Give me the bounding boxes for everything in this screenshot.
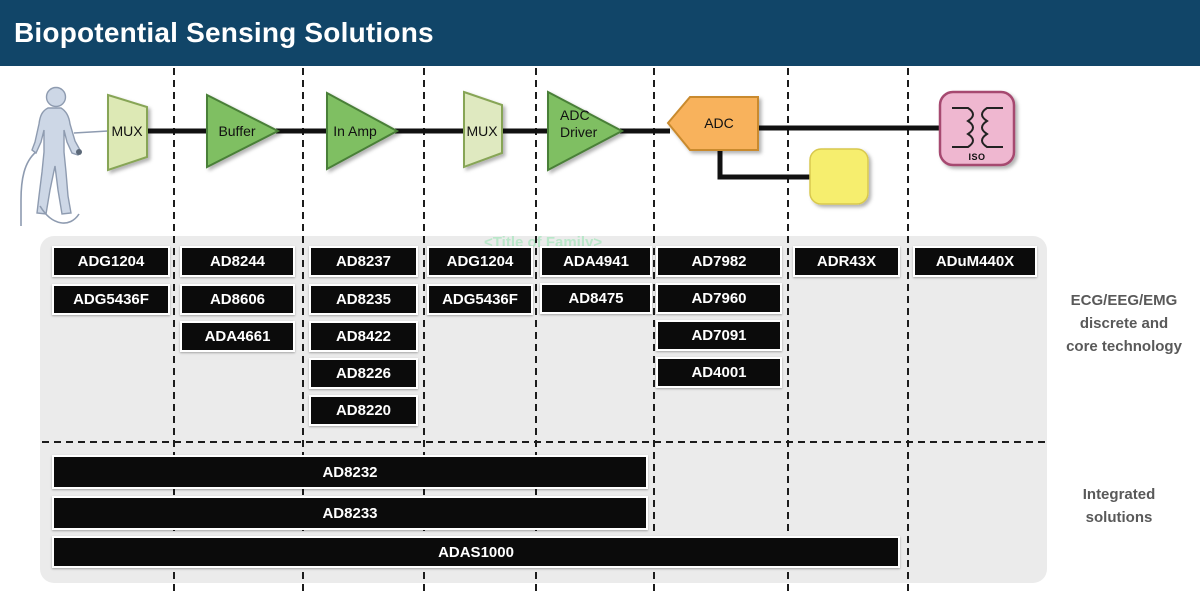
column-divider	[787, 68, 789, 592]
buffer-block	[206, 93, 281, 169]
part-chip-ad4001[interactable]: AD4001	[656, 357, 782, 388]
signal-wires	[147, 125, 940, 180]
part-chip-ad8422[interactable]: AD8422	[309, 321, 418, 352]
part-chip-ad7960[interactable]: AD7960	[656, 283, 782, 314]
column-divider	[423, 68, 425, 592]
mux2-label: MUX	[466, 123, 498, 139]
mux1-block	[107, 93, 148, 172]
part-chip-ad8237[interactable]: AD8237	[309, 246, 418, 277]
section-divider	[42, 441, 1045, 443]
part-chip-ad7091[interactable]: AD7091	[656, 320, 782, 351]
part-chip-ad8475[interactable]: AD8475	[540, 283, 652, 314]
integrated-section-caption: Integrated solutions	[1082, 486, 1156, 526]
part-chip-ada4941[interactable]: ADA4941	[540, 246, 652, 277]
column-divider	[653, 68, 655, 592]
inamp-label: In Amp	[333, 123, 377, 139]
column-divider	[907, 68, 909, 592]
column-divider	[535, 68, 537, 592]
part-chip-adg5436f-2[interactable]: ADG5436F	[427, 284, 533, 315]
mux2-block	[463, 90, 503, 169]
part-chip-ad8220[interactable]: AD8220	[309, 395, 418, 426]
mux1-label: MUX	[111, 123, 143, 139]
part-chip-adg1204[interactable]: ADG1204	[52, 246, 170, 277]
discrete-section-caption: ECG/EEG/EMG discrete and core technology	[1066, 292, 1182, 355]
page-title: Biopotential Sensing Solutions	[14, 17, 434, 48]
part-chip-adr43x[interactable]: ADR43X	[793, 246, 900, 277]
adc-driver-block	[547, 90, 625, 172]
part-bar-ad8233[interactable]: AD8233	[52, 496, 648, 530]
human-figure-icon	[20, 86, 109, 226]
part-chip-adg5436f[interactable]: ADG5436F	[52, 284, 170, 315]
part-chip-adg1204-2[interactable]: ADG1204	[427, 246, 533, 277]
part-chip-ad8235[interactable]: AD8235	[309, 284, 418, 315]
adc-driver-label: ADC Driver	[560, 107, 598, 140]
inamp-block	[326, 91, 400, 171]
part-chip-ad8606[interactable]: AD8606	[180, 284, 295, 315]
part-chip-ad7982[interactable]: AD7982	[656, 246, 782, 277]
part-chip-ada4661[interactable]: ADA4661	[180, 321, 295, 352]
column-divider	[173, 68, 175, 592]
iso-label: ISO	[968, 152, 986, 162]
part-bar-ad8232[interactable]: AD8232	[52, 455, 648, 489]
adc-label: ADC	[704, 115, 734, 131]
title-bar: Biopotential Sensing Solutions	[0, 0, 1200, 66]
part-chip-adum440x[interactable]: ADuM440X	[913, 246, 1037, 277]
adc-block	[666, 96, 759, 151]
part-chip-ad8244[interactable]: AD8244	[180, 246, 295, 277]
transformer-icon	[952, 107, 1003, 148]
buffer-label: Buffer	[218, 123, 256, 139]
column-divider	[302, 68, 304, 592]
part-chip-ad8226[interactable]: AD8226	[309, 358, 418, 389]
part-bar-adas1000[interactable]: ADAS1000	[52, 536, 900, 568]
aux-block	[809, 148, 869, 205]
